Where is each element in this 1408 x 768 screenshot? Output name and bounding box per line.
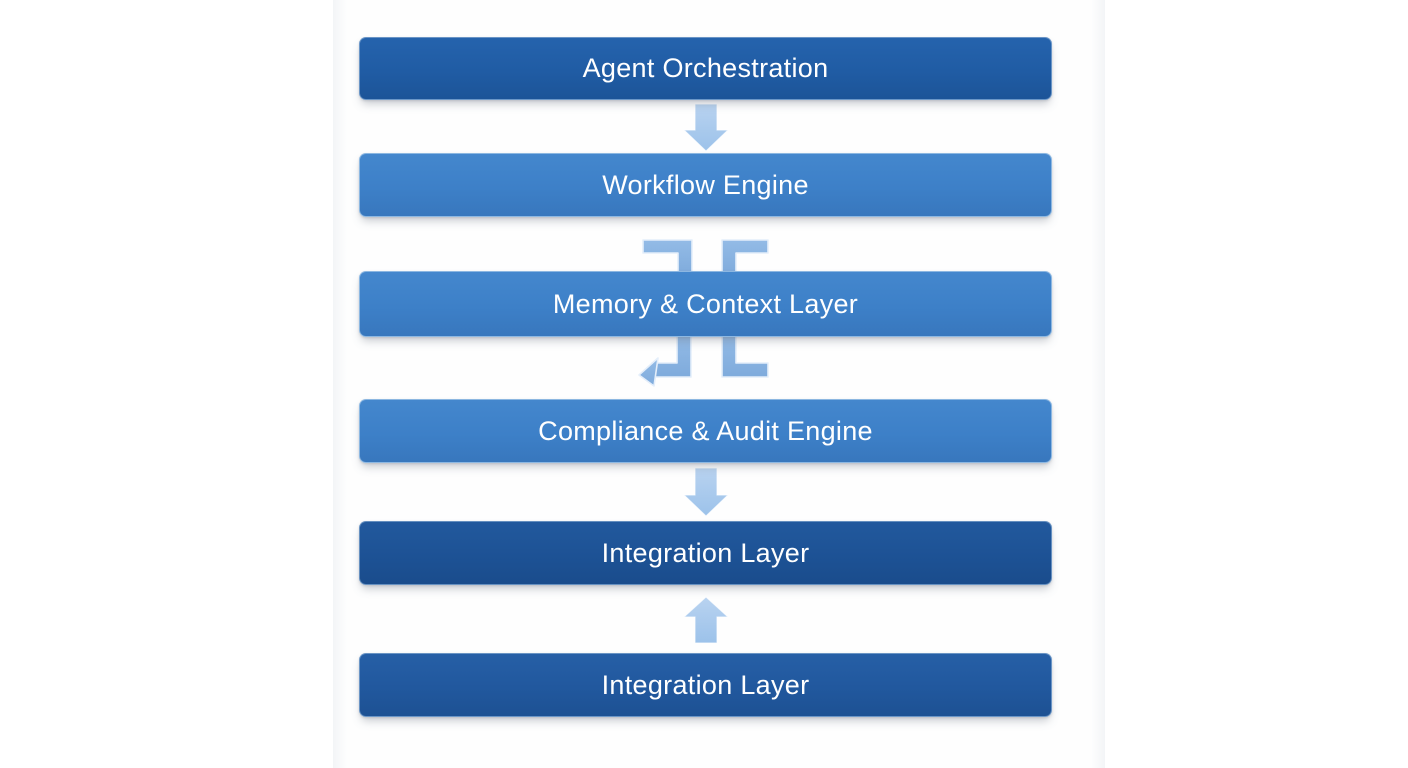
layer-compliance-audit: Compliance & Audit Engine [359, 399, 1052, 463]
elbow-top-right [721, 239, 769, 276]
layer-label: Agent Orchestration [582, 53, 829, 83]
elbow-top-left [642, 239, 693, 276]
layer-label: Compliance & Audit Engine [538, 415, 873, 446]
layer-label: Integration Layer [601, 669, 810, 700]
elbow-bottom-right [721, 334, 769, 378]
layer-agent-orchestration: Agent Orchestration [359, 37, 1052, 100]
layer-label: Integration Layer [601, 537, 810, 568]
layer-workflow-engine: Workflow Engine [359, 153, 1052, 217]
elbow-bottom-left [651, 334, 692, 378]
layer-integration-upper: Integration Layer [359, 521, 1052, 585]
arrow-down-2 [682, 468, 730, 516]
layer-memory-context: Memory & Context Layer [359, 271, 1052, 337]
arrow-down-1 [682, 104, 730, 151]
layer-label: Memory & Context Layer [552, 288, 859, 319]
arrow-up-1 [682, 597, 730, 643]
layer-integration-lower: Integration Layer [359, 653, 1052, 717]
layer-label: Workflow Engine [602, 169, 809, 200]
elbow-arrowhead-left [638, 357, 659, 387]
